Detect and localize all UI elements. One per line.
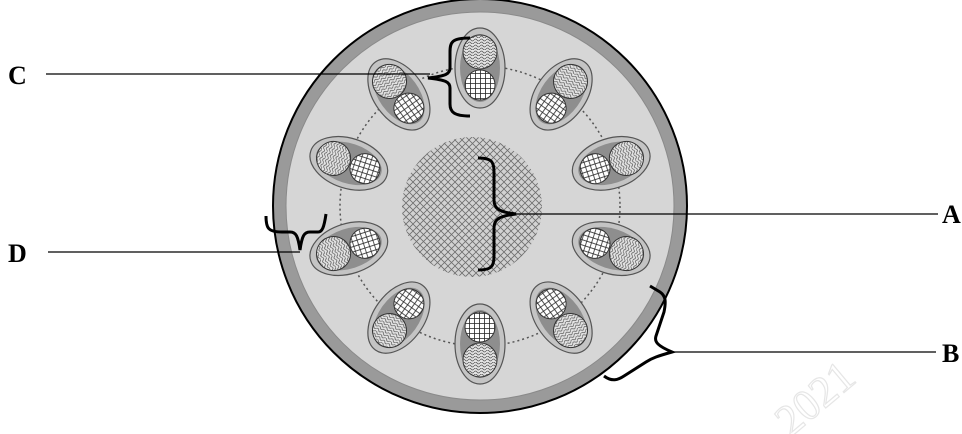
watermark: 2021 — [765, 351, 864, 434]
label-b: B — [942, 339, 959, 368]
label-a: A — [942, 200, 961, 229]
label-d: D — [8, 239, 27, 268]
vascular-bundle — [455, 304, 505, 384]
pith — [402, 137, 542, 277]
label-c: C — [8, 61, 27, 90]
vascular-bundle — [455, 28, 505, 108]
